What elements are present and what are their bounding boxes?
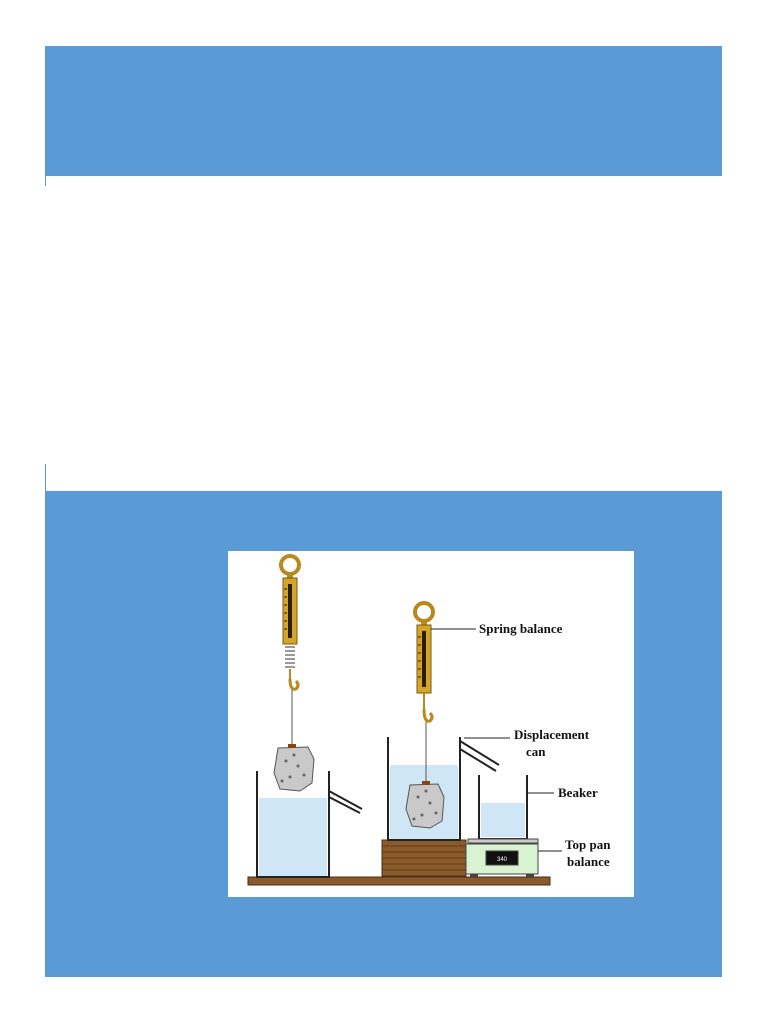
wood-block xyxy=(381,839,467,877)
top-pan-balance: 340 xyxy=(465,838,539,877)
base-board xyxy=(247,876,551,886)
label-displacement-can-line2: can xyxy=(526,744,546,759)
label-beaker: Beaker xyxy=(558,785,598,800)
label-displacement-can-line1: Displacement xyxy=(514,727,590,742)
balance-reading: 340 xyxy=(497,857,508,863)
spring-balance-middle xyxy=(413,601,435,723)
divider-tick-bottom xyxy=(45,464,46,491)
label-top-pan-line1: Top pan xyxy=(565,837,611,852)
rock-middle xyxy=(405,781,445,829)
label-top-pan-line2: balance xyxy=(567,854,610,869)
leader-lines xyxy=(431,628,562,852)
header-band xyxy=(45,46,722,176)
divider-tick-top xyxy=(45,176,46,186)
spring-balance-left xyxy=(279,554,301,691)
rock-left xyxy=(273,744,315,792)
experiment-figure: 340 Spring balance Displacement can Beak… xyxy=(228,551,634,897)
label-spring-balance: Spring balance xyxy=(479,621,563,636)
beaker xyxy=(478,775,528,840)
displacement-can-left xyxy=(256,771,363,878)
displacement-diagram: 340 Spring balance Displacement can Beak… xyxy=(247,554,611,886)
